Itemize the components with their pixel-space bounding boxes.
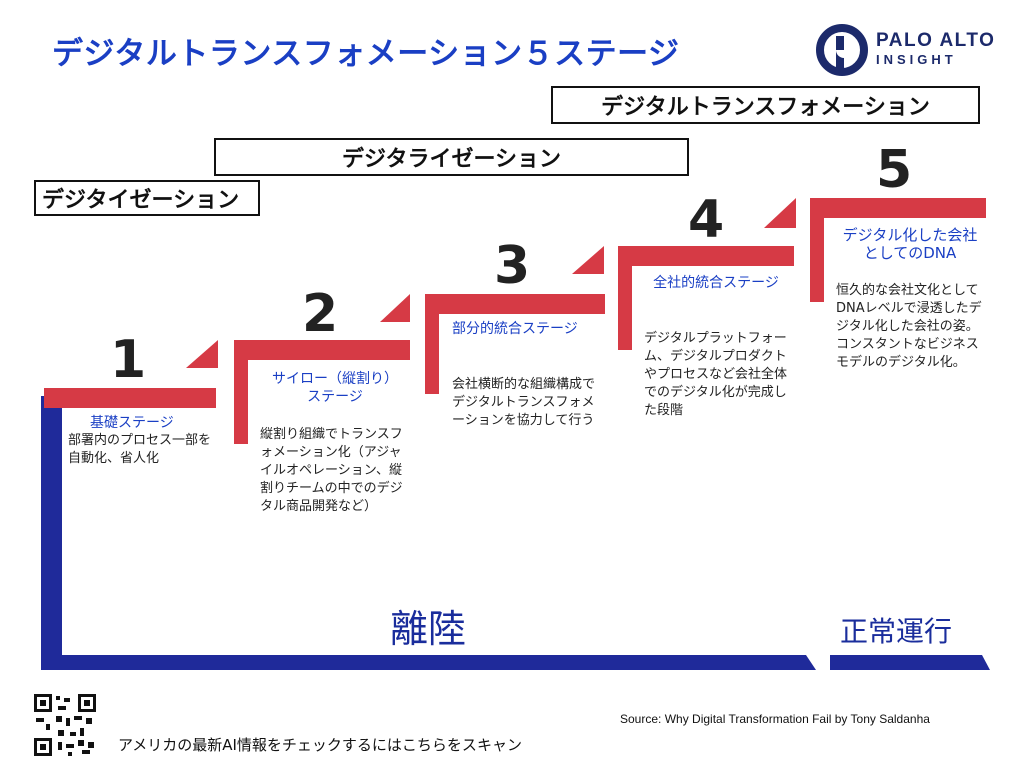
- stage-3-title: 部分的統合ステージ: [452, 321, 578, 337]
- step-2-bar: [234, 340, 410, 360]
- stage-5-number: 5: [876, 140, 913, 200]
- step-4-post: [618, 246, 632, 350]
- stage-1-title: 基礎ステージ: [90, 415, 174, 431]
- step-2-arrow: [380, 294, 410, 322]
- palo-alto-logo-icon: [814, 22, 870, 78]
- step-3-bar: [425, 294, 605, 314]
- phase-label: デジタイゼーション: [42, 188, 240, 213]
- step-2-post: [234, 340, 248, 444]
- stage-3-description: 会社横断的な組織構成でデジタルトランスフォメーションを協力して行う: [452, 377, 596, 428]
- step-4-arrow: [764, 198, 796, 228]
- step-4-bar: [618, 246, 794, 266]
- stage-5-title: デジタル化した会社としてのDNA: [842, 226, 978, 262]
- stage-1-description: 部署内のプロセス一部を自動化、省人化: [68, 433, 212, 466]
- step-3-post: [425, 294, 439, 394]
- stage-4-number: 4: [688, 190, 725, 250]
- stage-5-description: 恒久的な会社文化としてDNAレベルで浸透したデジタル化した会社の姿。コンスタント…: [836, 283, 982, 370]
- logo-line2: INSIGHT: [876, 52, 957, 67]
- takeoff-label: 離陸: [390, 607, 467, 651]
- step-5-post: [810, 198, 824, 302]
- step-3-arrow: [572, 246, 604, 274]
- phase-box-digitalization: デジタライゼーション: [214, 138, 689, 176]
- stage-1-number: 1: [110, 330, 147, 390]
- stage-2-description: 縦割り組織でトランスフォメーション化（アジャイルオペレーション、縦割りチームの中…: [260, 427, 403, 514]
- logo-line1: PALO ALTO: [876, 30, 996, 51]
- normal-operation-label: 正常運行: [840, 615, 953, 648]
- scan-instruction: アメリカの最新AI情報をチェックするにはこちらをスキャン: [118, 736, 522, 754]
- step-1-arrow: [186, 340, 218, 368]
- page-title: デジタルトランスフォメーション５ステージ: [52, 36, 680, 72]
- stage-2-number: 2: [302, 284, 339, 344]
- phase-box-transformation: デジタルトランスフォメーション: [551, 86, 980, 124]
- stage-2-title: サイロー（縦割り）ステージ: [272, 371, 398, 405]
- logo-text: PALO ALTO INSIGHT: [876, 30, 995, 67]
- base-horizontal-bar-right: [830, 655, 990, 670]
- base-vertical-bar: [41, 396, 62, 670]
- step-5-bar: [810, 198, 986, 218]
- phase-label: デジタルトランスフォメーション: [601, 95, 930, 120]
- stage-4-title: 全社的統合ステージ: [653, 275, 779, 291]
- phase-box-digitization: デジタイゼーション: [34, 180, 260, 216]
- phase-label: デジタライゼーション: [341, 147, 562, 172]
- stage-4-description: デジタルプラットフォーム、デジタルプロダクトやプロセスなど会社全体でのデジタル化…: [644, 331, 788, 418]
- base-horizontal-bar: [41, 655, 816, 670]
- step-1-bar: [44, 388, 216, 408]
- source-citation: Source: Why Digital Transformation Fail …: [620, 712, 930, 726]
- qr-code-icon: [32, 692, 98, 758]
- stage-3-number: 3: [494, 236, 531, 296]
